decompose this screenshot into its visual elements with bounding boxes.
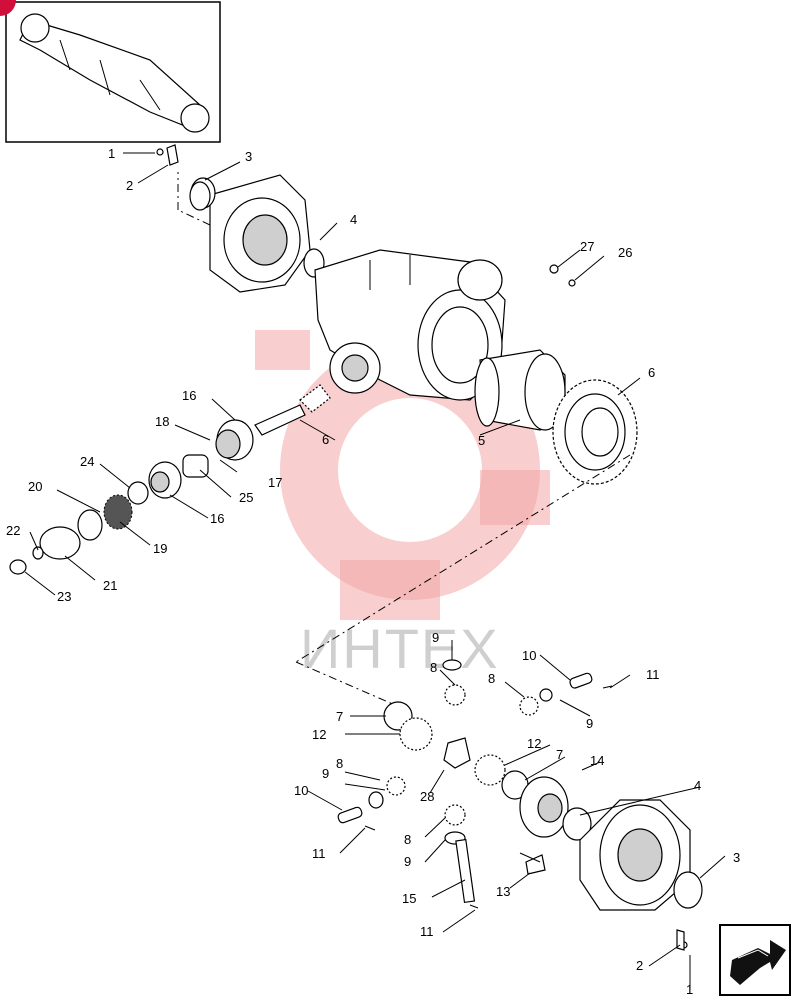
callout-26: 26 [618,245,632,260]
next-page-arrow-icon [730,940,786,985]
callout-8: 8 [430,660,437,675]
upper-fasteners [156,144,688,951]
pinion-bearing-stack [9,419,254,575]
differential-carrier [474,349,566,431]
callout-24: 24 [80,454,94,469]
callout-2: 2 [636,958,643,973]
callout-labels: 1 2 3 4 27 26 6 16 18 6 5 24 17 25 16 20… [6,146,740,997]
callout-6: 6 [648,365,655,380]
callout-9: 9 [404,854,411,869]
callout-11: 11 [312,846,326,861]
callout-5: 5 [478,433,485,448]
callout-16: 16 [210,511,224,526]
callout-19: 19 [153,541,167,556]
callout-20: 20 [28,479,42,494]
callout-14: 14 [590,753,604,768]
axle-cover-housing [190,174,325,293]
callout-17: 17 [268,475,282,490]
watermark-text: ИНТЕХ [300,617,500,680]
lower-cover-housing [579,799,703,911]
callout-22: 22 [6,523,20,538]
callout-11: 11 [646,667,660,682]
ring-gear [552,379,638,485]
callout-9: 9 [432,630,439,645]
assembly-link-line [295,454,631,706]
callout-18: 18 [155,414,169,429]
center-housing [314,249,506,401]
callout-11: 11 [420,924,434,939]
corner-badge [0,0,16,16]
callout-7: 7 [336,709,343,724]
callout-1: 1 [686,982,693,997]
callout-8: 8 [404,832,411,847]
callout-16: 16 [182,388,196,403]
next-page-button[interactable] [719,924,791,996]
callout-15: 15 [402,891,416,906]
callout-28: 28 [420,789,434,804]
callout-25: 25 [239,490,253,505]
callout-4: 4 [350,212,357,227]
callout-4: 4 [694,778,701,793]
inset-thumbnail [5,1,221,143]
callout-7: 7 [556,747,563,762]
callout-21: 21 [103,578,117,593]
callout-8: 8 [336,756,343,771]
callout-9: 9 [586,716,593,731]
callout-12: 12 [527,736,541,751]
leader-lines [24,152,726,990]
callout-13: 13 [496,884,510,899]
callout-1: 1 [108,146,115,161]
callout-12: 12 [312,727,326,742]
callout-3: 3 [245,149,252,164]
callout-23: 23 [57,589,71,604]
callout-10: 10 [294,783,308,798]
callout-27: 27 [580,239,594,254]
callout-3: 3 [733,850,740,865]
watermark-logo: ИНТЕХ [255,330,550,680]
callout-8: 8 [488,671,495,686]
pinion-shaft [254,384,331,436]
callout-6: 6 [322,432,329,447]
callout-10: 10 [522,648,536,663]
differential-gears [337,659,613,909]
callout-2: 2 [126,178,133,193]
callout-9: 9 [322,766,329,781]
